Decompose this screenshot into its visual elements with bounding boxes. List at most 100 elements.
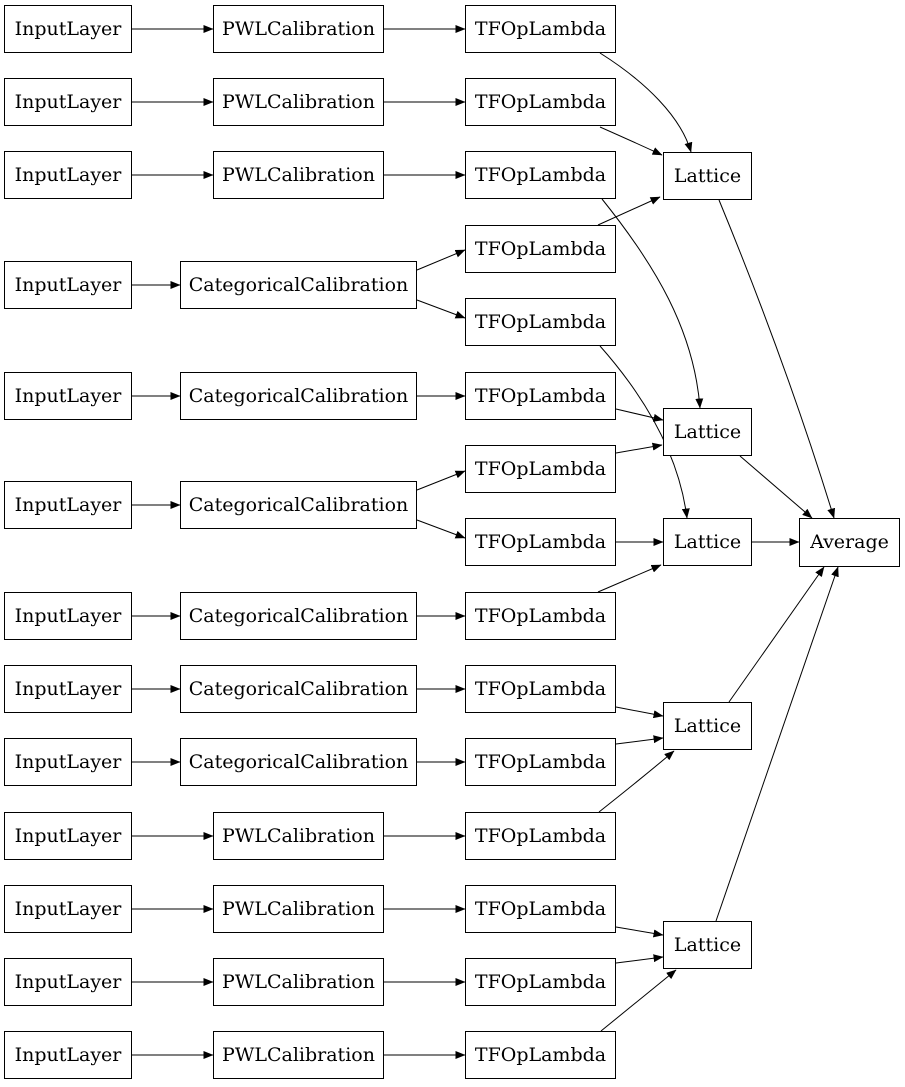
edge-tfop-10-to-lattice-4 (615, 706, 664, 719)
node-tfop-9: TFOpLambda (465, 592, 616, 640)
edge-cat-1-to-tfop-4 (416, 249, 466, 271)
edge-tfop-2-to-lattice-1 (599, 126, 663, 156)
node-label: InputLayer (14, 750, 122, 773)
node-lattice-3: Lattice (663, 518, 752, 566)
node-label: InputLayer (14, 824, 122, 847)
node-label: PWLCalibration (222, 1043, 375, 1066)
edge-tfop-1-to-lattice-1 (599, 52, 693, 153)
node-tfop-15: TFOpLambda (465, 1031, 616, 1079)
node-lattice-1: Lattice (663, 152, 752, 200)
node-average: Average (799, 518, 900, 567)
edge-tfop-14-to-lattice-5 (615, 954, 664, 964)
node-label: TFOpLambda (474, 604, 607, 627)
node-label: TFOpLambda (474, 90, 607, 113)
edge-tfop-13-to-lattice-5 (615, 926, 664, 938)
node-tfop-12: TFOpLambda (465, 812, 616, 860)
node-label: TFOpLambda (474, 457, 607, 480)
node-lattice-5: Lattice (663, 921, 752, 969)
node-tfop-4: TFOpLambda (465, 225, 616, 273)
node-label: InputLayer (14, 17, 122, 40)
edge-tfop-15-to-lattice-5 (600, 969, 677, 1032)
node-input-1: InputLayer (4, 5, 132, 53)
node-label: InputLayer (14, 897, 122, 920)
node-label: TFOpLambda (474, 237, 607, 260)
node-label: Lattice (673, 714, 742, 737)
node-label: InputLayer (14, 384, 122, 407)
edge-cat-1-to-tfop-5 (416, 299, 466, 319)
node-lattice-2: Lattice (663, 408, 752, 456)
edge-tfop-11-to-lattice-4 (615, 735, 664, 745)
node-label: InputLayer (14, 273, 122, 296)
node-tfop-2: TFOpLambda (465, 78, 616, 126)
node-label: PWLCalibration (222, 897, 375, 920)
node-tfop-10: TFOpLambda (465, 665, 616, 713)
node-input-12: InputLayer (4, 958, 132, 1006)
edge-cat-3-to-tfop-7 (416, 470, 466, 491)
node-tfop-5: TFOpLambda (465, 298, 616, 346)
edge-tfop-7-to-lattice-2 (615, 442, 663, 454)
node-label: InputLayer (14, 90, 122, 113)
node-tfop-1: TFOpLambda (465, 5, 616, 53)
node-cat-1: CategoricalCalibration (180, 261, 417, 309)
node-cat-5: CategoricalCalibration (180, 665, 417, 713)
node-tfop-7: TFOpLambda (465, 445, 616, 493)
node-tfop-3: TFOpLambda (465, 151, 616, 199)
node-label: Lattice (673, 420, 742, 443)
node-label: TFOpLambda (474, 384, 607, 407)
node-label: TFOpLambda (474, 824, 607, 847)
edge-tfop-4-to-lattice-1 (597, 196, 661, 226)
node-label: TFOpLambda (474, 677, 607, 700)
node-input-3: InputLayer (4, 151, 132, 199)
node-label: TFOpLambda (474, 897, 607, 920)
edge-lattice-5-to-average (715, 566, 839, 922)
node-pwl-5: PWLCalibration (213, 885, 384, 933)
node-input-6: InputLayer (4, 481, 132, 529)
node-input-11: InputLayer (4, 885, 132, 933)
node-label: TFOpLambda (474, 530, 607, 553)
node-label: PWLCalibration (222, 824, 375, 847)
edge-lattice-1-to-average (718, 199, 836, 519)
node-label: TFOpLambda (474, 1043, 607, 1066)
node-label: InputLayer (14, 163, 122, 186)
edge-tfop-9-to-lattice-3 (597, 564, 662, 593)
node-input-5: InputLayer (4, 372, 132, 420)
node-label: TFOpLambda (474, 970, 607, 993)
node-cat-4: CategoricalCalibration (180, 592, 417, 640)
node-tfop-11: TFOpLambda (465, 738, 616, 786)
edge-cat-3-to-tfop-8 (416, 519, 466, 539)
node-tfop-8: TFOpLambda (465, 518, 616, 566)
node-label: CategoricalCalibration (188, 604, 409, 627)
node-input-9: InputLayer (4, 738, 132, 786)
node-label: TFOpLambda (474, 750, 607, 773)
node-label: PWLCalibration (222, 163, 375, 186)
node-label: InputLayer (14, 1043, 122, 1066)
node-pwl-4: PWLCalibration (213, 812, 384, 860)
node-label: InputLayer (14, 677, 122, 700)
node-cat-3: CategoricalCalibration (180, 481, 417, 529)
node-input-7: InputLayer (4, 592, 132, 640)
node-tfop-13: TFOpLambda (465, 885, 616, 933)
edge-tfop-5-to-lattice-3 (599, 345, 690, 519)
node-label: Lattice (673, 164, 742, 187)
node-label: Average (810, 531, 889, 553)
node-label: TFOpLambda (474, 17, 607, 40)
node-input-10: InputLayer (4, 812, 132, 860)
node-label: InputLayer (14, 604, 122, 627)
edge-tfop-12-to-lattice-4 (598, 750, 675, 813)
node-pwl-1: PWLCalibration (213, 5, 384, 53)
node-label: InputLayer (14, 970, 122, 993)
node-label: CategoricalCalibration (188, 493, 409, 516)
node-label: PWLCalibration (222, 17, 375, 40)
node-label: InputLayer (14, 493, 122, 516)
edge-group (132, 25, 839, 1059)
node-label: CategoricalCalibration (188, 677, 409, 700)
node-lattice-4: Lattice (663, 702, 752, 750)
node-label: Lattice (673, 530, 742, 553)
edge-tfop-3-to-lattice-2 (601, 198, 704, 409)
node-label: TFOpLambda (474, 310, 607, 333)
edge-lattice-4-to-average (728, 566, 825, 703)
node-cat-2: CategoricalCalibration (180, 372, 417, 420)
node-label: CategoricalCalibration (188, 384, 409, 407)
